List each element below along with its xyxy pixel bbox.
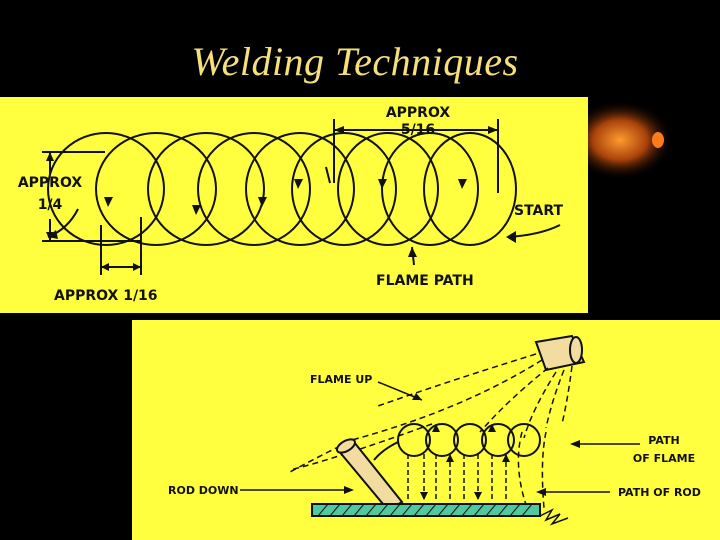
flame-rod-motion-diagram: FLAME UP PATH OF FLAME ROD DOWN PATH OF … — [132, 320, 720, 540]
flame-loop — [425, 423, 459, 457]
rod-down-label: ROD DOWN — [168, 484, 239, 497]
decorative-glow — [566, 100, 672, 180]
approx-1-4-label-line1: APPROX — [18, 175, 83, 191]
approx-5-16-label-line1: APPROX — [386, 105, 451, 121]
path-of-flame-label-line1: PATH — [648, 434, 679, 447]
flame-loop — [95, 132, 217, 246]
start-label: START — [514, 203, 564, 219]
approx-5-16-label-line2: 5/16 — [401, 122, 435, 138]
path-of-flame-label-line2: OF FLAME — [633, 452, 695, 465]
flame-loop — [453, 423, 487, 457]
flame-up-label: FLAME UP — [310, 373, 372, 386]
flame-loop — [397, 423, 431, 457]
approx-1-16-label: APPROX 1/16 — [54, 288, 158, 304]
weave-path-drawing: APPROX 5/16 APPROX 1/4 START FLAME PATH … — [18, 105, 564, 304]
torch-tip — [534, 334, 586, 372]
slide-title: Welding Techniques — [191, 39, 519, 84]
approx-1-4-label-line2: 1/4 — [38, 197, 63, 213]
flame-loop — [423, 132, 517, 246]
forehand-weave-diagram: APPROX 5/16 APPROX 1/4 START FLAME PATH … — [0, 97, 588, 313]
flame-loop — [507, 423, 541, 457]
flame-loop — [245, 132, 355, 246]
flame-path-label: FLAME PATH — [376, 273, 474, 289]
flame-loop — [337, 132, 439, 246]
flame-loop — [291, 132, 397, 246]
flame-rod-drawing: FLAME UP PATH OF FLAME ROD DOWN PATH OF … — [168, 334, 701, 526]
flame-loop — [481, 423, 515, 457]
flame-loop — [197, 132, 311, 246]
path-of-rod-label: PATH OF ROD — [618, 486, 701, 499]
filler-rod — [335, 438, 404, 512]
flame-loop — [147, 132, 265, 246]
flame-loop — [47, 132, 165, 246]
base-plate — [311, 503, 541, 517]
